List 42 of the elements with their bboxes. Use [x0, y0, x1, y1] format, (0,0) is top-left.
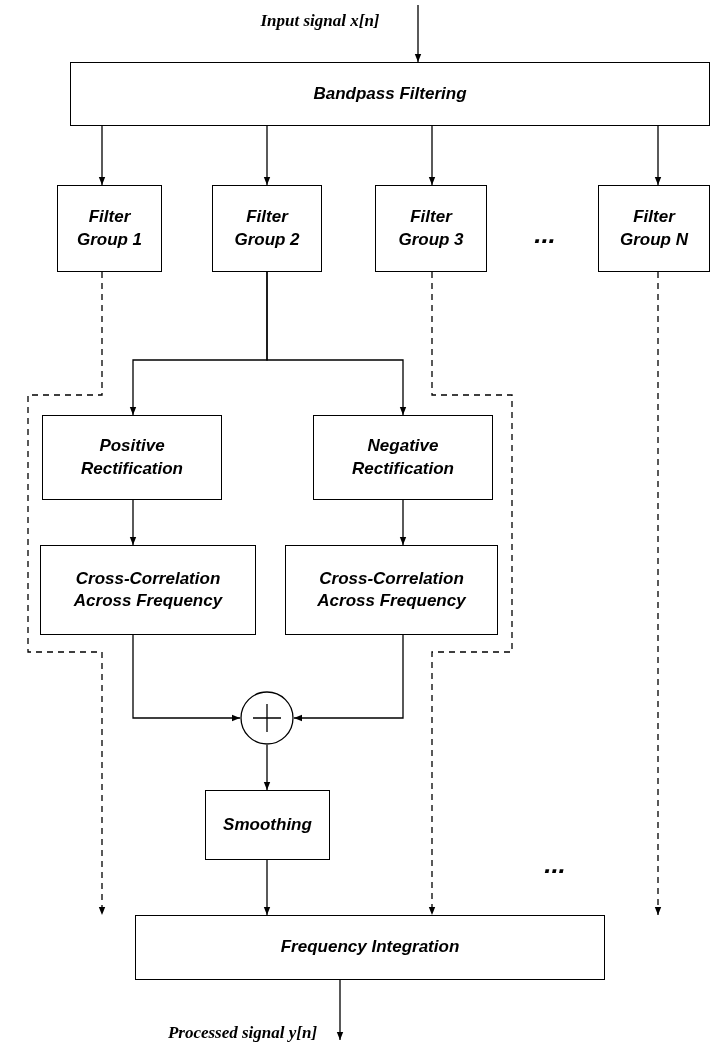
arrow — [399, 499, 407, 546]
box-label: Cross-Correlation Across Frequency — [316, 567, 467, 612]
box-label: Filter Group N — [619, 206, 690, 251]
process-box — [313, 415, 493, 500]
arrow — [293, 634, 404, 722]
arrow — [266, 271, 407, 416]
arrow — [654, 125, 662, 186]
box-label: Positive Rectification — [80, 435, 184, 480]
arrow — [132, 634, 241, 722]
arrow — [129, 499, 137, 546]
arrow — [336, 979, 344, 1041]
arrow — [263, 859, 271, 916]
process-box — [70, 62, 710, 126]
signal-label: Input signal x[n] — [259, 10, 381, 32]
arrow — [98, 125, 106, 186]
process-box — [135, 915, 605, 980]
dashed-arrow — [27, 271, 106, 916]
process-box — [42, 415, 222, 500]
dashed-arrow — [428, 271, 513, 916]
ellipsis-label: ... — [543, 848, 567, 881]
box-label: Filter Group 3 — [397, 206, 465, 251]
box-label: Cross-Correlation Across Frequency — [72, 567, 224, 612]
process-box — [285, 545, 498, 635]
arrow — [263, 744, 271, 791]
process-box — [57, 185, 162, 272]
ellipsis-label: ... — [533, 218, 557, 251]
box-label: Frequency Integration — [280, 936, 460, 959]
box-label: Bandpass Filtering — [313, 82, 467, 105]
process-box — [205, 790, 330, 860]
arrow — [428, 125, 436, 186]
signal-label: Processed signal y[n] — [166, 1022, 319, 1044]
dashed-arrow — [654, 271, 662, 916]
arrow — [263, 125, 271, 186]
box-label: Filter Group 1 — [75, 206, 144, 251]
box-label: Smoothing — [223, 813, 312, 836]
process-box — [598, 185, 710, 272]
process-box — [375, 185, 487, 272]
box-label: Filter Group 2 — [233, 206, 301, 251]
arrow — [414, 4, 422, 63]
box-label: Negative Rectification — [351, 435, 455, 480]
process-box — [40, 545, 256, 635]
process-box — [212, 185, 322, 272]
